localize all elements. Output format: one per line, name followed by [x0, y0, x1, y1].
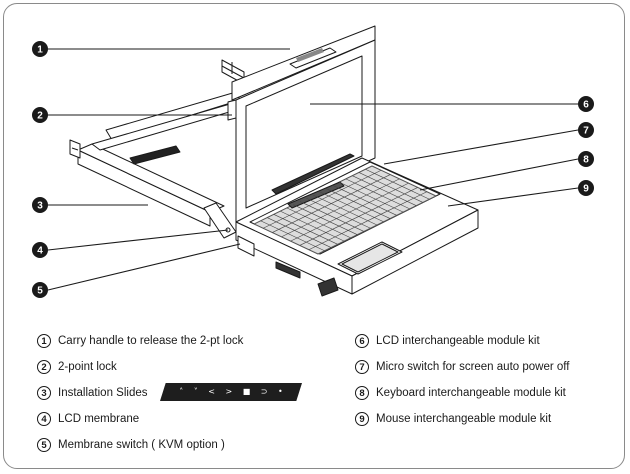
legend-label: Keyboard interchangeable module kit [376, 387, 566, 399]
svg-text:4: 4 [37, 246, 43, 257]
legend-item-7: 7 Micro switch for screen auto power off [355, 360, 569, 374]
legend-item-4: 4 LCD membrane [37, 412, 139, 426]
legend-label: Membrane switch ( KVM option ) [58, 439, 225, 451]
installation-slide [69, 103, 237, 239]
legend-label: Carry handle to release the 2-pt lock [58, 335, 244, 347]
legend-item-2: 2 2-point lock [37, 360, 117, 374]
svg-text:5: 5 [37, 286, 43, 297]
legend-item-5: 5 Membrane switch ( KVM option ) [37, 438, 225, 452]
legend-number: 4 [37, 412, 51, 426]
legend-number: 9 [355, 412, 369, 426]
kvm-membrane-switch-strip: ˄ ˅ < > ■ ⊃ • [160, 383, 302, 401]
callout-3: 3 [32, 197, 48, 213]
legend-item-6: 6 LCD interchangeable module kit [355, 334, 540, 348]
callout-4: 4 [32, 242, 48, 258]
svg-text:7: 7 [583, 126, 589, 137]
legend-item-8: 8 Keyboard interchangeable module kit [355, 386, 566, 400]
legend-number: 7 [355, 360, 369, 374]
kvm-up-icon: ˄ [179, 387, 184, 396]
kvm-exit-icon: ⊃ [260, 387, 268, 396]
legend-number: 5 [37, 438, 51, 452]
legend-number: 8 [355, 386, 369, 400]
svg-text:9: 9 [583, 184, 589, 195]
svg-text:1: 1 [37, 45, 43, 56]
legend-label: LCD membrane [58, 413, 140, 425]
callout-leaders [47, 48, 579, 291]
legend-number: 6 [355, 334, 369, 348]
svg-text:6: 6 [583, 100, 589, 111]
kvm-down-icon: ˅ [193, 387, 198, 396]
legend-number: 2 [37, 360, 51, 374]
callout-6: 6 [578, 96, 594, 112]
legend-label: Mouse interchangeable module kit [376, 413, 552, 425]
svg-text:8: 8 [583, 155, 589, 166]
callout-1: 1 [32, 41, 48, 57]
legend-number: 1 [37, 334, 51, 348]
legend-number: 3 [37, 386, 51, 400]
callout-8: 8 [578, 151, 594, 167]
legend-label: 2-point lock [58, 361, 117, 373]
kvm-left-icon: < [208, 387, 215, 396]
callout-5: 5 [32, 282, 48, 298]
kvm-right-icon: > [225, 387, 233, 396]
kvm-power-icon: • [278, 387, 283, 396]
lcd-lid [227, 25, 376, 226]
keyboard-keys [260, 168, 430, 252]
legend-item-1: 1 Carry handle to release the 2-pt lock [37, 334, 243, 348]
legend-item-9: 9 Mouse interchangeable module kit [355, 412, 551, 426]
kvm-menu-icon: ■ [242, 387, 251, 396]
svg-text:2: 2 [37, 111, 43, 122]
legend-label: Installation Slides [58, 387, 148, 399]
legend-label: Micro switch for screen auto power off [376, 361, 570, 373]
svg-text:3: 3 [37, 201, 43, 212]
legend-label: LCD interchangeable module kit [376, 335, 540, 347]
callout-9: 9 [578, 180, 594, 196]
callout-2: 2 [32, 107, 48, 123]
legend-item-3: 3 Installation Slides [37, 386, 148, 400]
callout-7: 7 [578, 122, 594, 138]
